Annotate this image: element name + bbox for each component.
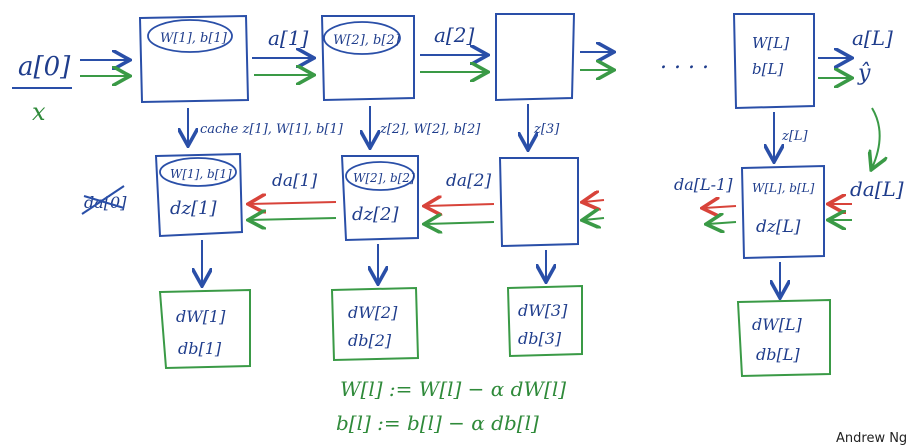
crossed-da0-group: da[0] (81, 185, 127, 215)
backward-box-2-param-oval (345, 161, 415, 191)
footer-corner-text: Andrew Ng (836, 431, 907, 446)
forward-out-aL: a[L] (852, 26, 893, 50)
backward-daLminus1: da[L-1] (674, 175, 733, 194)
gradient-box-1: dW[1] db[1] (158, 288, 251, 370)
gradient-box-L-outline (736, 298, 831, 378)
forward-layer-L: W[L] b[L] (732, 13, 815, 110)
crossed-da0-strike-1 (81, 185, 125, 215)
backward-daL: da[L] (850, 177, 904, 201)
cache-label-1: cache z[1], W[1], b[1] (200, 122, 344, 137)
input-label-group: a[0] x (12, 52, 72, 126)
gradient-box-2-dw: dW[2] (348, 303, 398, 322)
backward-arrow-red-3 (584, 200, 605, 202)
backward-da1: da[1] (272, 171, 317, 191)
forward-yhat: ŷ (857, 61, 871, 86)
backward-box-2 (340, 155, 419, 242)
input-a0-label: a[0] (18, 52, 71, 82)
forward-box-2-param-oval (323, 21, 401, 55)
forward-box-L-w: W[L] (752, 34, 789, 52)
forward-layer-2: W[2], b[2] (320, 15, 415, 102)
backward-arrow-red-L (704, 206, 737, 208)
backward-box-2-dz: dz[2] (352, 204, 399, 225)
gradient-box-3-db: db[3] (518, 329, 562, 348)
gradient-box-1-outline (158, 288, 251, 370)
gradient-box-L: dW[L] db[L] (736, 298, 831, 378)
gradient-box-1-db: db[1] (178, 339, 222, 358)
loss-arrow-green (872, 107, 880, 168)
input-x-label: x (32, 98, 46, 126)
gradient-box-2-outline (330, 286, 420, 362)
backward-layer-L: W[L], b[L] dz[L] (740, 164, 825, 260)
gradient-box-1-dw: dW[1] (176, 307, 226, 326)
update-rule-b: b[l] := b[l] − α db[l] (336, 411, 539, 435)
backward-arrow-green-2 (426, 222, 495, 224)
backward-box-1-params: W[1], b[1] (170, 167, 232, 181)
backward-arrow-red-2 (426, 204, 495, 206)
backward-arrow-green-1 (250, 218, 337, 220)
forward-box-2 (320, 15, 415, 102)
gradient-box-3: dW[3] db[3] (506, 284, 583, 358)
forward-box-1-param-oval (147, 19, 233, 53)
backward-box-1-dz: dz[1] (170, 198, 217, 219)
forward-ellipsis: . . . . (660, 49, 709, 74)
backward-box-L (740, 164, 825, 260)
gradient-box-2-db: db[2] (348, 331, 392, 350)
backward-box-2-params: W[2], b[2] (353, 171, 415, 185)
forward-box-2-params: W[2], b[2] (333, 33, 401, 48)
forward-box-3 (495, 13, 576, 102)
backward-box-L-params: W[L], b[L] (752, 181, 815, 195)
forward-box-1 (138, 14, 250, 104)
backward-layer-2: W[2], b[2] dz[2] (340, 155, 419, 242)
backward-box-1-param-oval (159, 157, 237, 187)
backward-box-L-dz: dz[L] (756, 217, 801, 237)
backward-box-1 (154, 152, 244, 238)
gradient-box-2: dW[2] db[2] (330, 286, 420, 362)
forward-layer-1: W[1], b[1] (138, 14, 250, 104)
gradient-box-L-db: db[L] (756, 345, 800, 364)
gradient-box-3-outline (506, 284, 583, 358)
forward-out-a2: a[2] (434, 23, 474, 47)
update-rule-w: W[l] := W[l] − α dW[l] (340, 377, 566, 401)
cache-label-2: z[2], W[2], b[2] (379, 122, 481, 137)
gradient-box-3-dw: dW[3] (518, 301, 568, 320)
backward-da2: da[2] (446, 171, 491, 191)
cache-label-3: z[3] (533, 122, 560, 137)
backward-arrow-green-3 (584, 218, 605, 220)
backward-arrow-red-1 (250, 202, 337, 204)
forward-box-1-params: W[1], b[1] (160, 31, 228, 46)
forward-box-L-b: b[L] (752, 60, 783, 78)
crossed-da0-strike-2 (83, 195, 125, 209)
cache-label-L: z[L] (781, 129, 809, 144)
backward-arrow-green-L (708, 222, 737, 224)
forward-out-a1: a[1] (268, 26, 308, 50)
forward-box-L (732, 13, 815, 110)
gradient-box-L-dw: dW[L] (752, 315, 803, 334)
backward-box-3 (498, 157, 579, 248)
backward-layer-1: W[1], b[1] dz[1] (154, 152, 244, 238)
